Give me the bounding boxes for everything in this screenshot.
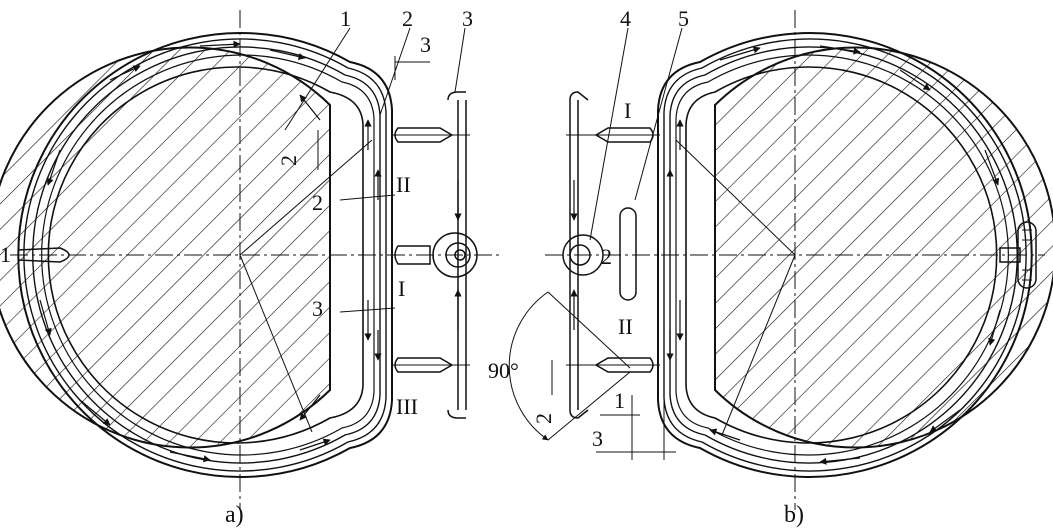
label-b-4: 4: [620, 6, 631, 31]
flow-arrows-a: [39, 40, 462, 463]
manifold-top-a: [447, 91, 466, 101]
label-a-dim-2: 2: [276, 155, 301, 166]
label-b-angle: 90°: [488, 358, 519, 383]
manifold-top-b: [569, 91, 589, 101]
core-hatch-b: [715, 47, 1053, 448]
label-a-3: 3: [462, 6, 473, 31]
label-a-section-3: 3: [312, 296, 323, 321]
nozzle-i-b: [566, 127, 660, 143]
side-knob-b: [999, 221, 1037, 289]
manifold-bottom-b: [569, 409, 589, 419]
label-b-roman-ii: II: [618, 314, 633, 339]
label-b-dim-1: 1: [614, 388, 625, 413]
angle-arc-b: [508, 291, 549, 441]
nozzle-center-b: [562, 207, 637, 301]
label-a-dim-3: 3: [420, 32, 431, 57]
caption-b: b): [784, 502, 804, 528]
core-outline-a: [0, 46, 331, 449]
nozzle-iii-a: [392, 357, 470, 373]
flow-arrows-b: [570, 45, 1001, 465]
label-b-side-2: 2: [601, 244, 612, 269]
label-a-section-2: 2: [312, 190, 323, 215]
label-b-dim-2: 2: [531, 413, 556, 424]
label-b-dim-3: 3: [592, 426, 603, 451]
panel-b: 4 5 I II 2 90° 1 2 3 b): [488, 6, 1053, 528]
caption-a: a): [225, 502, 244, 528]
leaders-b: [547, 27, 796, 460]
label-a-2: 2: [402, 6, 413, 31]
label-b-roman-i: I: [624, 98, 631, 123]
port-left-a: [17, 247, 70, 263]
label-a-roman-iii: III: [396, 394, 418, 419]
label-a-1: 1: [340, 6, 351, 31]
nozzle-ii-b: [566, 357, 660, 373]
label-b-5: 5: [678, 6, 689, 31]
core-outline-b: [714, 46, 1053, 449]
label-a-roman-i: I: [398, 276, 405, 301]
nozzle-i-a: [394, 232, 478, 278]
manifold-bottom-a: [447, 409, 466, 419]
panel-a: 1 2 3 3 2 1 2 3 II I III a): [0, 6, 500, 528]
label-a-roman-ii: II: [396, 172, 411, 197]
label-a-port-1: 1: [0, 242, 11, 267]
core-hatch-a: [0, 47, 331, 448]
nozzle-ii-a: [392, 127, 470, 143]
leaders-a: [239, 27, 466, 433]
